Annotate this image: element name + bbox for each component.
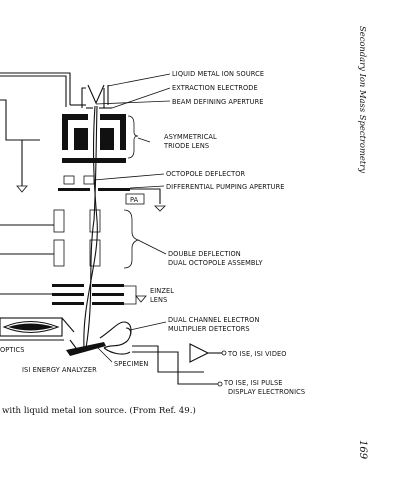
multiplier-detector [99, 321, 132, 355]
leader-line [129, 321, 167, 331]
specimen [66, 339, 106, 356]
leader-line [107, 73, 171, 87]
label-einzel-1: EINZEL [150, 287, 174, 295]
ground-symbol [154, 205, 166, 212]
ground-symbol [135, 295, 147, 303]
label-octopole: OCTOPOLE DEFLECTOR [166, 170, 246, 178]
octopole-bracket [123, 209, 140, 269]
label-dual-2: MULTIPLIER DETECTORS [168, 325, 250, 333]
ion-beam [83, 105, 98, 349]
dual-octopole [0, 209, 101, 267]
leader-line [111, 87, 171, 109]
leader-line [137, 137, 151, 143]
label-source: LIQUID METAL ION SOURCE [172, 70, 264, 78]
amplifier-symbol [189, 343, 210, 363]
ground-symbol [16, 185, 28, 193]
label-dual-1: DUAL CHANNEL ELECTRON [168, 316, 260, 324]
figure-caption: with liquid metal ion source. (From Ref.… [2, 405, 196, 416]
label-analyzer: ISI ENERGY ANALYZER [22, 366, 97, 374]
label-double-2: DUAL OCTOPOLE ASSEMBLY [168, 259, 263, 267]
einzel-bracket [124, 285, 137, 305]
triode-bracket [127, 115, 139, 159]
label-video: TO ISE, ISI VIDEO [227, 350, 287, 358]
label-pa: PA [130, 196, 139, 204]
ion-beam [85, 105, 98, 349]
running-head: Secondary Ion Mass Spectrometry [358, 26, 368, 173]
label-pulse-1: TO ISE, ISI PULSE [223, 379, 283, 387]
label-asym-2: TRIODE LENS [163, 142, 209, 150]
pumping-wire [130, 188, 161, 204]
detector-wire [132, 351, 218, 385]
leader-line [129, 185, 165, 189]
page-number: 169 [357, 440, 368, 460]
detector-wire [132, 345, 204, 373]
leader-line [137, 239, 167, 255]
label-optics: OPTICS [0, 346, 25, 354]
label-extraction: EXTRACTION ELECTRODE [172, 84, 258, 92]
label-specimen: SPECIMEN [114, 360, 148, 368]
frame-wire [0, 99, 40, 141]
label-asym-1: ASYMMETRICAL [164, 133, 217, 141]
leader-line [95, 100, 171, 105]
leader-line [93, 173, 165, 181]
label-double-1: DOUBLE DEFLECTION [168, 250, 241, 258]
connector-dot [221, 350, 227, 356]
pa-box [125, 193, 145, 205]
label-differential: DIFFERENTIAL PUMPING APERTURE [166, 183, 285, 191]
label-einzel-2: LENS [150, 296, 167, 304]
ion-source [0, 72, 112, 109]
optics-block [0, 317, 75, 341]
label-aperture: BEAM DEFINING APERTURE [172, 98, 264, 106]
einzel-lens [0, 284, 124, 305]
label-pulse-2: DISPLAY ELECTRONICS [228, 388, 305, 396]
connector-dot [217, 381, 223, 387]
leader-line [97, 347, 113, 363]
